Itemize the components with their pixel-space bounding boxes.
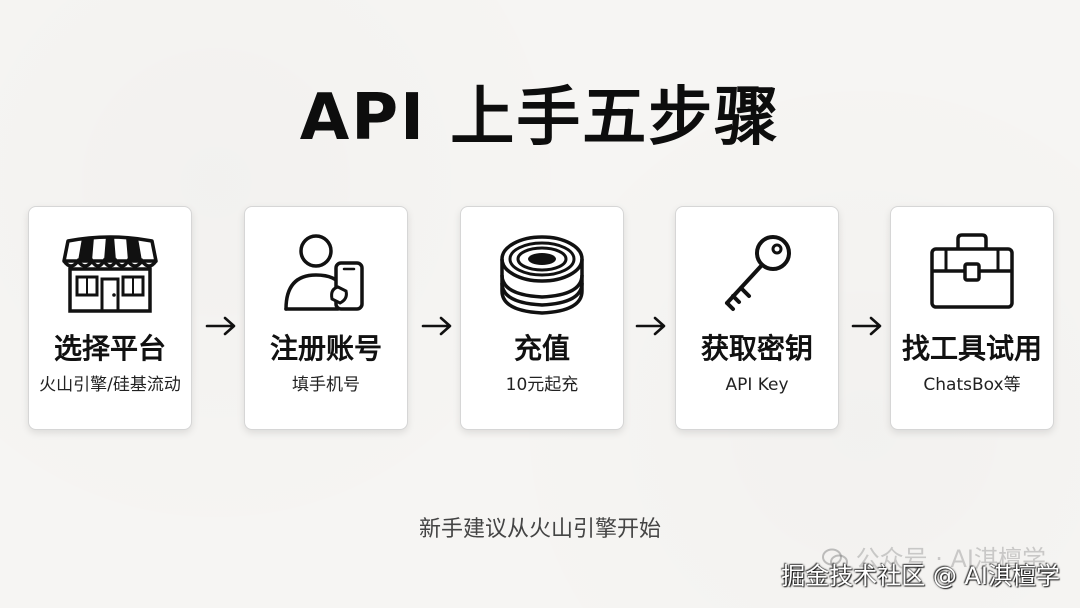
coin-stack-icon (461, 231, 623, 315)
arrow-right-icon (634, 314, 668, 338)
wechat-icon (821, 547, 848, 570)
step-sub: 火山引擎/硅基流动 (39, 375, 181, 395)
step-label: 找工具试用 (901, 332, 1042, 365)
page-title: API 上手五步骤 (299, 81, 781, 155)
step-label: 注册账号 (269, 332, 382, 365)
wechat-watermark-text: 公众号 · AI淇檀学 (855, 545, 1046, 573)
steps-row: 选择平台 火山引擎/硅基流动 注册账号 填手机号 (28, 206, 1054, 432)
step-card-select-platform: 选择平台 火山引擎/硅基流动 (28, 206, 192, 430)
step-sub: 10元起充 (505, 375, 579, 395)
step-sub: 填手机号 (292, 375, 360, 395)
step-card-find-tools: 找工具试用 ChatsBox等 (890, 206, 1054, 430)
footnote: 新手建议从火山引擎开始 (418, 517, 661, 542)
step-label: 充值 (513, 332, 570, 365)
key-icon (676, 231, 838, 315)
juejin-watermark: 掘金技术社区 @ AI淇檀学 (781, 562, 1060, 590)
step-label: 获取密钥 (700, 332, 813, 365)
arrow-right-icon (420, 314, 454, 338)
step-label: 选择平台 (53, 332, 166, 365)
step-sub: API Key (725, 375, 789, 395)
person-phone-icon (245, 231, 407, 315)
step-card-register: 注册账号 填手机号 (244, 206, 408, 430)
toolbox-icon (891, 231, 1053, 315)
arrow-right-icon (204, 314, 238, 338)
step-card-recharge: 充值 10元起充 (460, 206, 624, 430)
step-sub: ChatsBox等 (923, 375, 1021, 395)
step-card-get-key: 获取密钥 API Key (675, 206, 839, 430)
wechat-watermark: 公众号 · AI淇檀学 (821, 544, 1046, 574)
arrow-right-icon (850, 314, 884, 338)
storefront-icon (29, 231, 191, 315)
